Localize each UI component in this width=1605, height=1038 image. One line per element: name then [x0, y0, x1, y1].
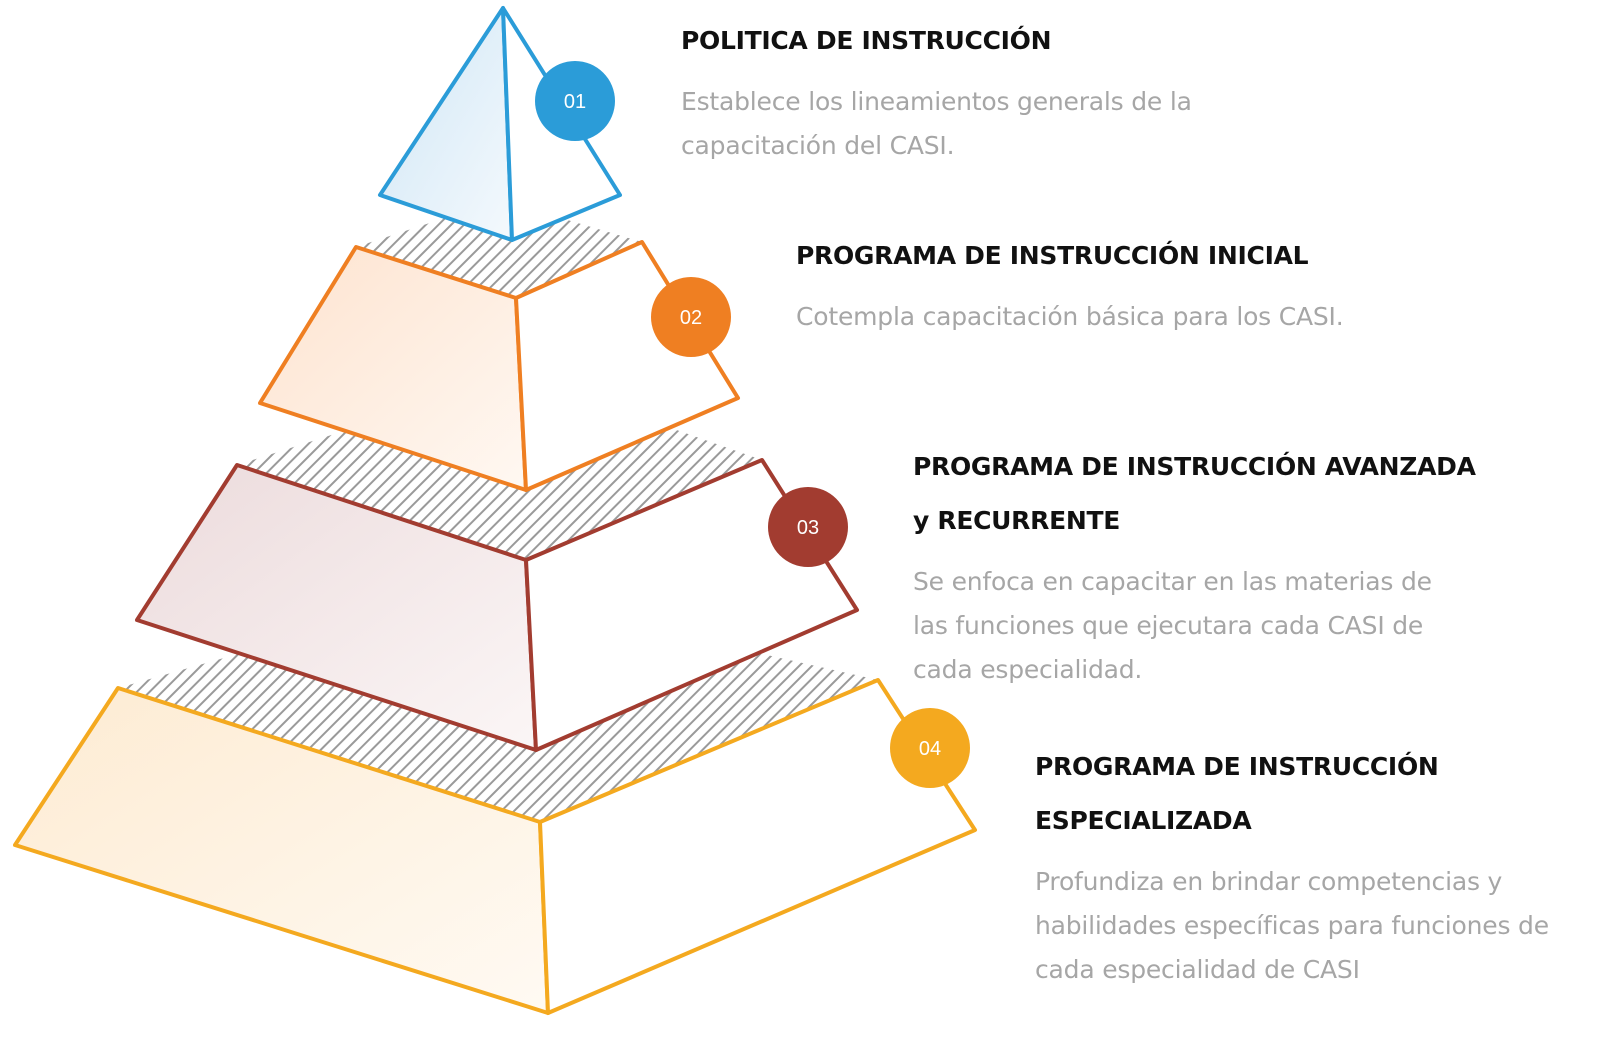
badge-03-label: 03 [797, 517, 819, 539]
level-3-title-line: y RECURRENTE [913, 506, 1121, 535]
level-2-right-face [514, 240, 740, 492]
level-1-text: POLITICA DE INSTRUCCIÓN Establece los li… [681, 14, 1192, 168]
level-4-title-line: PROGRAMA DE INSTRUCCIÓN [1035, 752, 1439, 781]
badge-04: 04 [890, 708, 970, 788]
level-1-title: POLITICA DE INSTRUCCIÓN [681, 14, 1192, 68]
badge-04-label: 04 [919, 738, 941, 760]
level-4-title: PROGRAMA DE INSTRUCCIÓN ESPECIALIZADA [1035, 740, 1549, 848]
level-2-tier [258, 200, 740, 492]
badge-02-label: 02 [680, 307, 702, 329]
level-1-desc-line: Establece los lineamientos generals de l… [681, 87, 1192, 116]
level-1-desc-line: capacitación del CASI. [681, 131, 955, 160]
level-3-description: Se enfoca en capacitar en las materias d… [913, 560, 1476, 692]
level-1-left-face [378, 6, 514, 242]
level-3-text: PROGRAMA DE INSTRUCCIÓN AVANZADA y RECUR… [913, 440, 1476, 692]
badge-02: 02 [651, 277, 731, 357]
level-1-description: Establece los lineamientos generals de l… [681, 80, 1192, 168]
level-3-desc-line: las funciones que ejecutara cada CASI de [913, 611, 1424, 640]
level-4-desc-line: cada especialidad de CASI [1035, 955, 1360, 984]
badge-01-label: 01 [564, 91, 586, 113]
level-4-desc-line: Profundiza en brindar competencias y [1035, 867, 1503, 896]
level-2-desc-line: Cotempla capacitación básica para los CA… [796, 302, 1344, 331]
level-4-right-face [538, 678, 977, 1015]
level-3-title: PROGRAMA DE INSTRUCCIÓN AVANZADA y RECUR… [913, 440, 1476, 548]
level-3-title-line: PROGRAMA DE INSTRUCCIÓN AVANZADA [913, 452, 1476, 481]
badge-01: 01 [535, 61, 615, 141]
level-2-description: Cotempla capacitación básica para los CA… [796, 295, 1344, 339]
badge-03: 03 [768, 487, 848, 567]
level-4-title-line: ESPECIALIZADA [1035, 806, 1252, 835]
level-3-desc-line: cada especialidad. [913, 655, 1143, 684]
level-2-text: PROGRAMA DE INSTRUCCIÓN INICIAL Cotempla… [796, 229, 1344, 339]
level-4-text: PROGRAMA DE INSTRUCCIÓN ESPECIALIZADA Pr… [1035, 740, 1549, 992]
level-4-description: Profundiza en brindar competencias y hab… [1035, 860, 1549, 992]
level-1-title-line: POLITICA DE INSTRUCCIÓN [681, 26, 1052, 55]
level-2-title-line: PROGRAMA DE INSTRUCCIÓN INICIAL [796, 241, 1309, 270]
level-2-title: PROGRAMA DE INSTRUCCIÓN INICIAL [796, 229, 1343, 283]
level-4-desc-line: habilidades específicas para funciones d… [1035, 911, 1549, 940]
level-3-desc-line: Se enfoca en capacitar en las materias d… [913, 567, 1432, 596]
